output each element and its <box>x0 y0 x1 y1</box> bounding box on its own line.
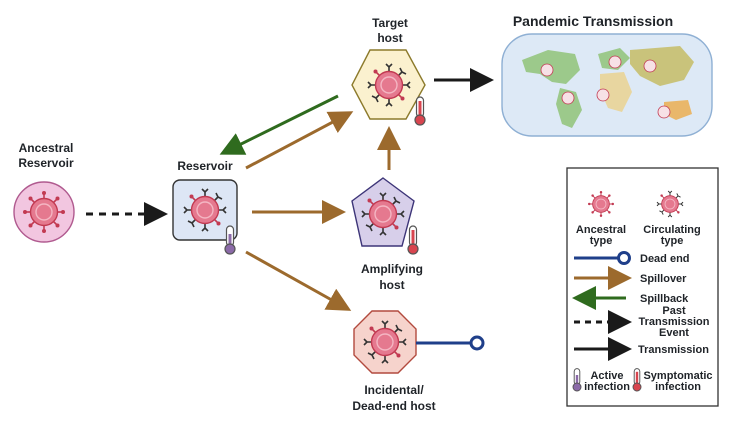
amplifying-host-label-1: Amplifying <box>361 262 423 276</box>
legend-transmission-label: Transmission <box>638 344 709 356</box>
legend-spillback-label: Spillback <box>640 293 689 305</box>
dead-end-connector <box>416 335 485 351</box>
spillover-arrow-target <box>245 111 354 170</box>
reservoir-node <box>172 179 238 255</box>
spillover-arrow-incidental <box>245 250 352 311</box>
legend-circulating-type-2: type <box>661 235 684 247</box>
target-host-label-1: Target <box>372 16 408 30</box>
ancestral-reservoir-label-2: Reservoir <box>18 156 74 170</box>
legend-active-infection-2: infection <box>584 381 630 393</box>
legend-spillover-label: Spillover <box>640 273 687 285</box>
legend-ancestral-type-2: type <box>590 235 613 247</box>
legend-dead-end-label: Dead end <box>640 253 690 265</box>
target-host-node <box>351 49 426 126</box>
incidental-host-node <box>353 310 417 374</box>
legend-dead-end-symbol <box>574 251 631 265</box>
legend-circulating-type-1: Circulating <box>643 224 700 236</box>
reservoir-label: Reservoir <box>177 159 233 173</box>
ancestral-reservoir-node <box>13 181 75 243</box>
legend: Ancestral type Circulating type Dead end… <box>566 167 719 407</box>
legend-symptomatic-infection-1: Symptomatic <box>643 370 712 382</box>
legend-symptomatic-thermometer-icon <box>632 368 642 392</box>
incidental-host-label-1: Incidental/ <box>364 383 424 397</box>
world-map-icon <box>501 33 713 137</box>
legend-past-transmission-2: Transmission <box>639 316 710 328</box>
diagram-title: Pandemic Transmission <box>513 13 673 29</box>
legend-active-infection-1: Active <box>590 370 623 382</box>
amplifying-host-label-2: host <box>379 278 404 292</box>
legend-ancestral-virus-icon <box>587 190 615 218</box>
incidental-host-label-2: Dead-end host <box>352 399 435 413</box>
legend-past-transmission-1: Past <box>662 305 686 317</box>
ancestral-reservoir-label-1: Ancestral <box>19 141 74 155</box>
legend-ancestral-type-1: Ancestral <box>576 224 626 236</box>
legend-past-transmission-3: Event <box>659 327 689 339</box>
spillback-arrow <box>219 94 339 155</box>
legend-active-thermometer-icon <box>572 368 582 392</box>
amplifying-host-node <box>351 177 419 255</box>
legend-symptomatic-infection-2: infection <box>655 381 701 393</box>
target-host-label-2: host <box>377 31 402 45</box>
